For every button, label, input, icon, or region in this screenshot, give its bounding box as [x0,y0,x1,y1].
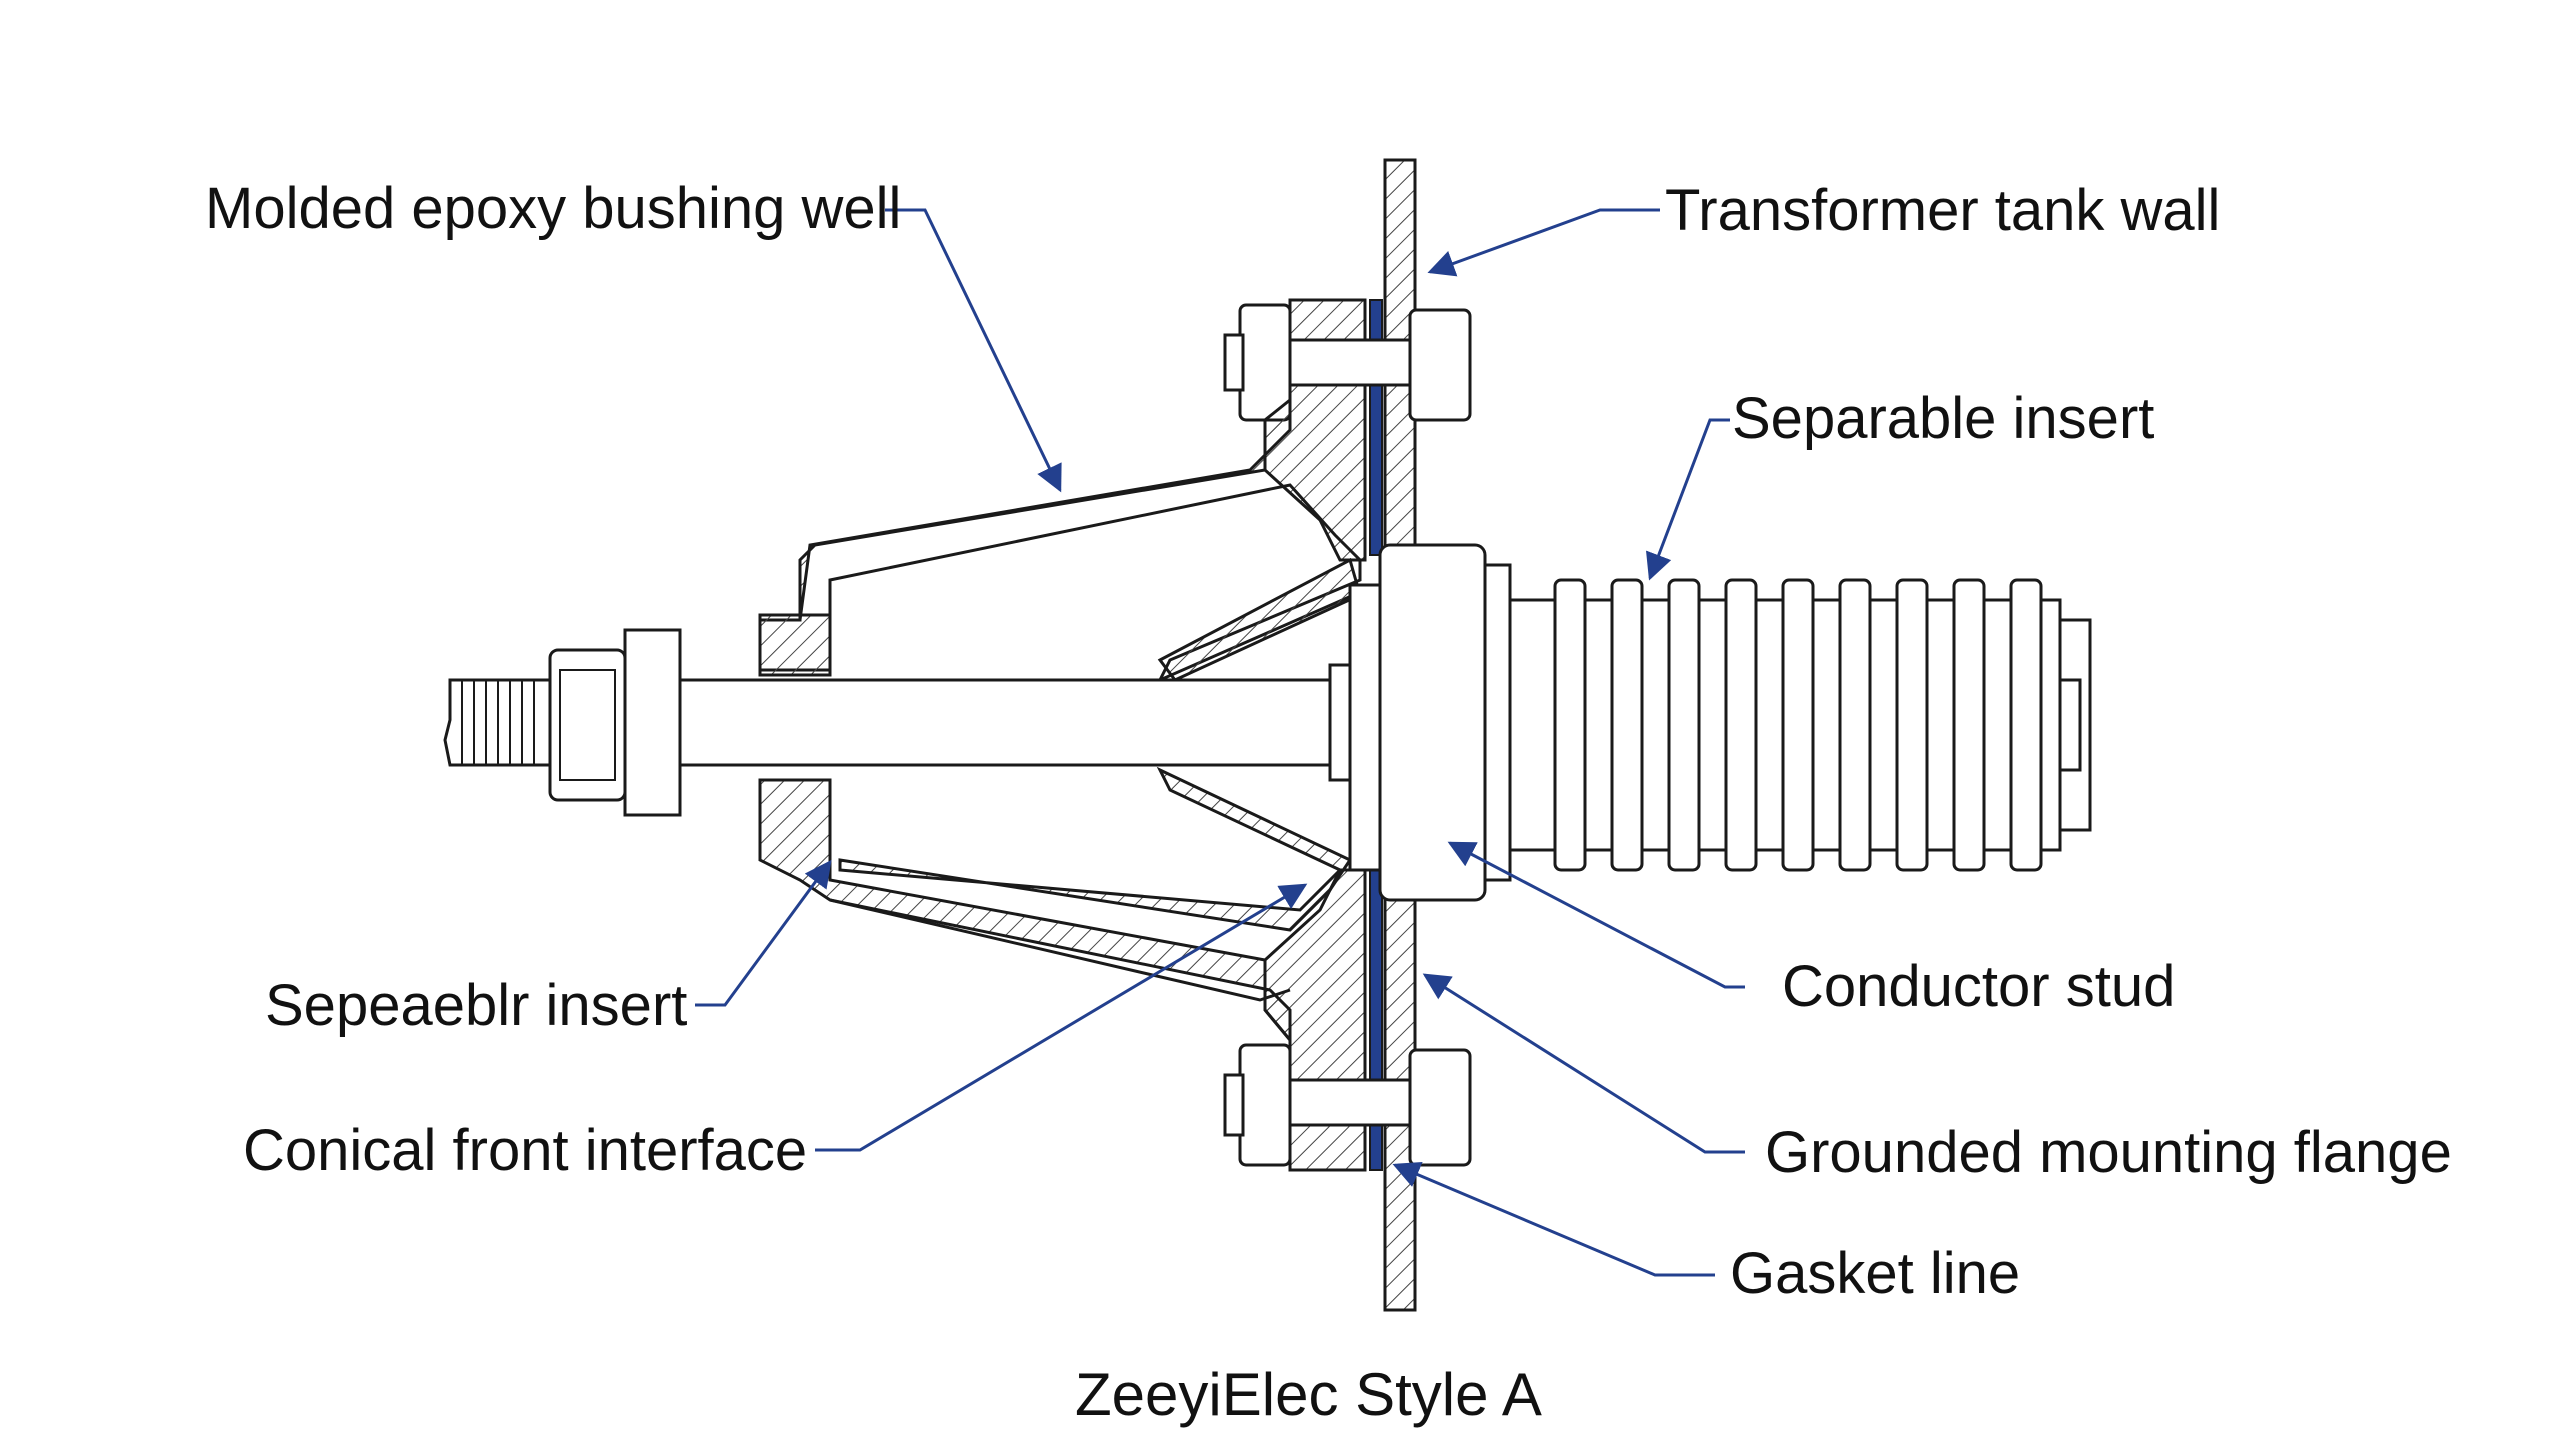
label-transformer-tank-wall: Transformer tank wall [1665,178,2221,243]
leader-conical-front [815,883,1308,1152]
leader-grounded-flange [1422,973,1745,1154]
upper-bolt [1223,303,1472,422]
leader-separable-insert-left [695,859,832,1007]
diagram-caption: ZeeyiElec Style A [1075,1361,1542,1428]
left-terminal [443,628,682,817]
label-conductor-stud: Conductor stud [1782,954,2176,1019]
label-gasket-line: Gasket line [1730,1241,2021,1306]
label-grounded-mounting-flange: Grounded mounting flange [1765,1120,2452,1185]
leader-conductor-stud [1447,841,1745,989]
leader-lines [695,208,1745,1277]
leader-gasket-line [1392,1162,1715,1277]
label-separable-insert-left: Sepeaeblr insert [265,973,688,1038]
conductor-stud [678,663,1352,782]
lower-bolt [1223,1043,1472,1167]
leader-separable-insert-top [1646,418,1730,581]
label-separable-insert-top: Separable insert [1732,386,2155,451]
label-molded-epoxy-bushing-well: Molded epoxy bushing well [205,176,902,241]
insert-ribs [1553,578,2043,872]
label-conical-front-interface: Conical front interface [243,1118,808,1183]
bushing-well-lower [758,766,1353,1045]
leader-molded-epoxy [885,208,1062,493]
bushing-well-upper [758,396,1366,684]
leader-tank-wall [1427,208,1660,277]
